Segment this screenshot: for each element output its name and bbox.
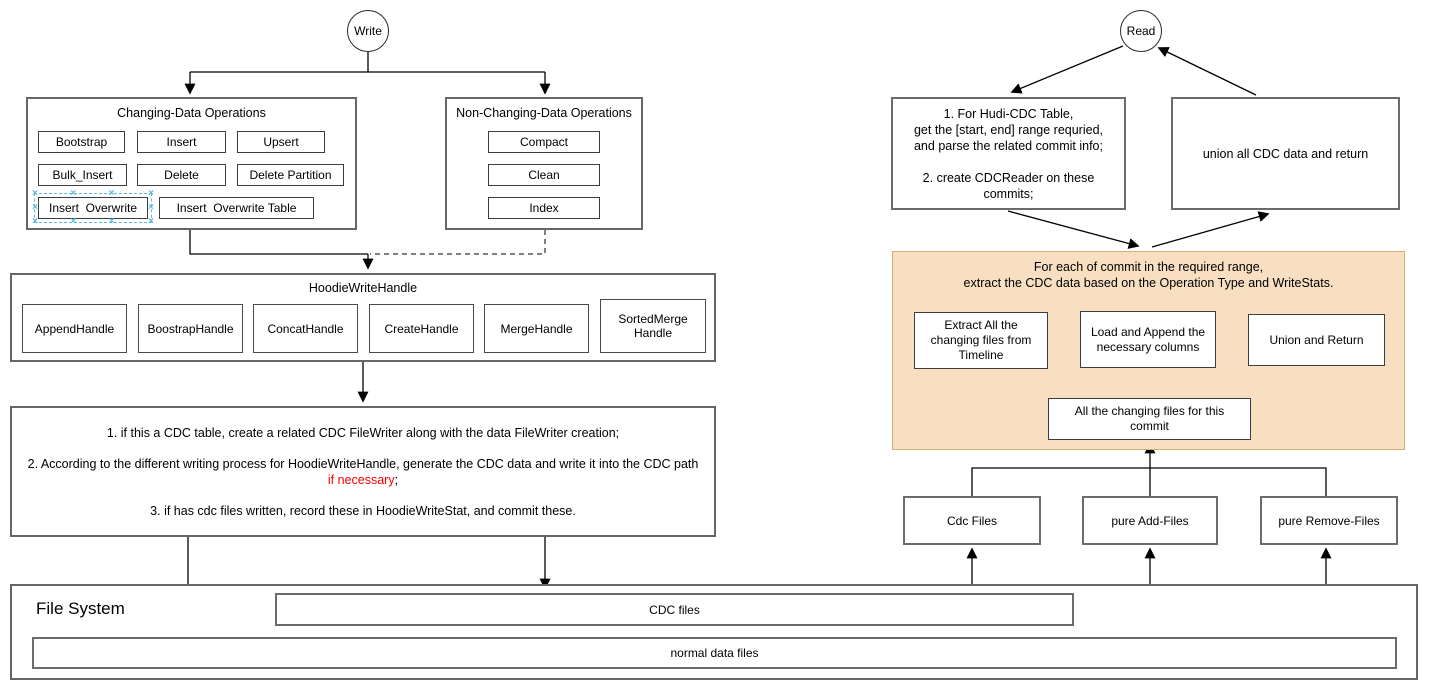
- read-node[interactable]: Read: [1120, 10, 1162, 52]
- resize-handle-icon[interactable]: ×: [32, 188, 38, 199]
- op-label: Compact: [519, 135, 569, 149]
- op-label: Bootstrap: [55, 135, 108, 149]
- op-insert-overwrite[interactable]: Insert Overwrite: [38, 197, 148, 219]
- write-step-1: 1. if this a CDC table, create a related…: [106, 425, 620, 440]
- file-system-title: File System: [36, 599, 125, 618]
- normal-data-files-store[interactable]: normal data files: [32, 637, 1397, 669]
- op-compact[interactable]: Compact: [488, 131, 600, 153]
- handle-create[interactable]: CreateHandle: [369, 304, 474, 353]
- write-step-2: 2. According to the different writing pr…: [27, 456, 699, 487]
- op-label: Insert Overwrite: [48, 201, 138, 215]
- handle-label: ConcatHandle: [267, 321, 344, 336]
- pure-remove-files-box[interactable]: pure Remove-Files: [1260, 496, 1398, 545]
- op-label: Insert: [166, 135, 197, 149]
- read-prepare-box[interactable]: 1. For Hudi-CDC Table, get the [start, e…: [891, 97, 1126, 210]
- changing-files-for-commit-box[interactable]: All the changing files for this commit: [1048, 398, 1251, 440]
- extract-changing-files-box[interactable]: Extract All the changing files from Time…: [914, 312, 1048, 369]
- handle-label: MergeHandle: [500, 321, 573, 336]
- pure-add-files-label: pure Add-Files: [1111, 513, 1189, 528]
- load-append-columns-box[interactable]: Load and Append the necessary columns: [1080, 311, 1216, 368]
- selection-outline[interactable]: × × × × × × × × × ×: [32, 189, 154, 227]
- union-and-return-label: Union and Return: [1269, 332, 1364, 347]
- resize-handle-icon[interactable]: ×: [108, 188, 115, 199]
- extract-changing-files-label: Extract All the changing files from Time…: [930, 318, 1032, 362]
- handle-append[interactable]: AppendHandle: [22, 304, 127, 353]
- op-label: Delete: [164, 168, 199, 182]
- read-node-label: Read: [1126, 24, 1156, 38]
- op-label: Delete Partition: [249, 168, 332, 182]
- handle-label: BoostrapHandle: [147, 321, 234, 336]
- handle-sorted-merge[interactable]: SortedMerge Handle: [600, 299, 706, 353]
- read-prepare-text: 1. For Hudi-CDC Table, get the [start, e…: [913, 106, 1103, 201]
- union-and-return-box[interactable]: Union and Return: [1248, 314, 1385, 366]
- handle-boostrap[interactable]: BoostrapHandle: [138, 304, 243, 353]
- write-step-3: 3. if has cdc files written, record thes…: [150, 503, 576, 518]
- write-node-label: Write: [354, 24, 382, 38]
- handle-label: SortedMerge Handle: [618, 312, 688, 340]
- non-changing-data-operations-title: Non-Changing-Data Operations: [456, 106, 632, 120]
- changing-files-for-commit-label: All the changing files for this commit: [1074, 404, 1225, 433]
- resize-handle-icon[interactable]: ×: [108, 216, 115, 227]
- op-upsert[interactable]: Upsert: [237, 131, 325, 153]
- load-append-columns-label: Load and Append the necessary columns: [1090, 324, 1206, 354]
- resize-handle-icon[interactable]: ×: [148, 202, 154, 213]
- op-clean[interactable]: Clean: [488, 164, 600, 186]
- op-label: Index: [529, 201, 559, 215]
- handle-label: AppendHandle: [34, 321, 115, 336]
- resize-handle-icon[interactable]: ×: [70, 216, 77, 227]
- write-steps-note[interactable]: 1. if this a CDC table, create a related…: [10, 406, 716, 537]
- op-label: Bulk_Insert: [52, 168, 113, 182]
- cdc-files-box[interactable]: Cdc Files: [903, 496, 1041, 545]
- per-commit-title: For each of commit in the required range…: [963, 260, 1334, 290]
- normal-data-files-store-label: normal data files: [670, 646, 759, 660]
- op-insert-overwrite-table[interactable]: Insert Overwrite Table: [159, 197, 314, 219]
- pure-add-files-box[interactable]: pure Add-Files: [1082, 496, 1218, 545]
- handle-label: CreateHandle: [384, 321, 459, 336]
- read-union-text: union all CDC data and return: [1202, 146, 1369, 161]
- op-label: Clean: [528, 168, 560, 182]
- cdc-files-label: Cdc Files: [946, 513, 997, 528]
- resize-handle-icon[interactable]: ×: [148, 216, 154, 227]
- op-delete[interactable]: Delete: [137, 164, 226, 186]
- op-label: Upsert: [263, 135, 299, 149]
- hoodie-write-handle-title: HoodieWriteHandle: [308, 281, 418, 295]
- resize-handle-icon[interactable]: ×: [148, 188, 154, 199]
- resize-handle-icon[interactable]: ×: [32, 216, 38, 227]
- hoodie-write-handle-group[interactable]: [10, 273, 716, 362]
- cdc-files-store-label: CDC files: [649, 602, 700, 617]
- changing-data-operations-title: Changing-Data Operations: [117, 106, 266, 120]
- op-insert[interactable]: Insert: [137, 131, 226, 153]
- resize-handle-icon[interactable]: ×: [70, 188, 77, 199]
- op-label: Insert Overwrite Table: [176, 201, 297, 215]
- write-node[interactable]: Write: [347, 10, 389, 52]
- op-delete-partition[interactable]: Delete Partition: [237, 164, 344, 186]
- op-bulk-insert[interactable]: Bulk_Insert: [38, 164, 127, 186]
- op-bootstrap[interactable]: Bootstrap: [38, 131, 125, 153]
- handle-concat[interactable]: ConcatHandle: [253, 304, 358, 353]
- read-union-box[interactable]: union all CDC data and return: [1171, 97, 1400, 210]
- op-index[interactable]: Index: [488, 197, 600, 219]
- handle-merge[interactable]: MergeHandle: [484, 304, 589, 353]
- pure-remove-files-label: pure Remove-Files: [1278, 513, 1380, 528]
- cdc-files-store[interactable]: CDC files: [275, 593, 1074, 626]
- if-necessary-highlight: if necessary: [327, 472, 395, 487]
- resize-handle-icon[interactable]: ×: [32, 202, 38, 213]
